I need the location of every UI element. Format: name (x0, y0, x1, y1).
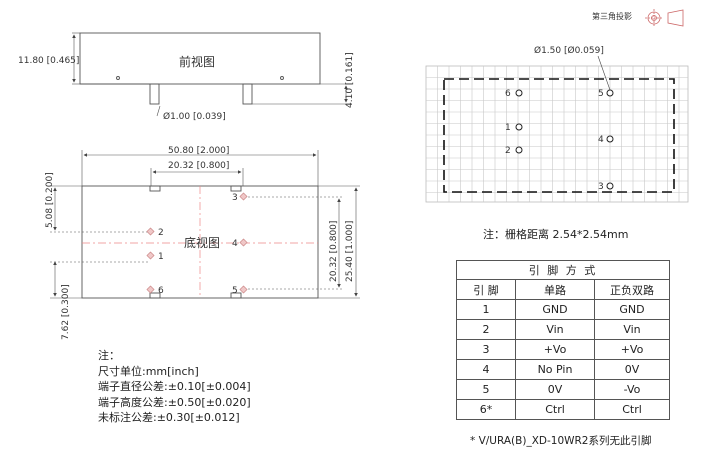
pin-table-header: 引 脚 (456, 279, 516, 300)
table-cell: 0V (515, 379, 595, 400)
table-row: 5 0V -Vo (456, 379, 670, 400)
grid-spacing-note: 注：栅格距离 2.54*2.54mm (483, 228, 629, 241)
table-row: 3 +Vo +Vo (456, 339, 670, 360)
table-cell: +Vo (594, 339, 670, 360)
front-pin-diameter-dim: Ø1.00 [0.039] (163, 111, 226, 122)
bottom-pin-label-1: 1 (158, 252, 164, 262)
bottom-pin-row-dim: 20.32 [0.800] (329, 221, 339, 282)
bottom-pin-label-4: 4 (232, 239, 238, 249)
bottom-pin-spacing-dim: 20.32 [0.800] (168, 161, 229, 171)
layout-pin-label-5: 5 (598, 89, 604, 99)
bottom-view-title: 底视图 (184, 235, 220, 250)
table-cell: 6* (456, 399, 516, 420)
table-cell: Vin (594, 319, 670, 340)
pin-layout-holes (515, 89, 614, 190)
layout-pin-label-4: 4 (598, 135, 604, 145)
notes-line: 端子直径公差:±0.10[±0.004] (98, 380, 251, 393)
bottom-pin-label-2: 2 (158, 228, 164, 238)
bottom-length-dim: 50.80 [2.000] (168, 146, 229, 156)
notes-line: 尺寸单位:mm[inch] (98, 364, 199, 378)
projection-label: 第三角投影 (592, 12, 632, 21)
table-cell: +Vo (515, 339, 595, 360)
table-row: 2 Vin Vin (456, 319, 670, 340)
table-cell: GND (515, 299, 595, 320)
bottom-top-offset-dim: 5.08 [0.200] (45, 172, 55, 228)
bottom-bottom-offset-dim: 7.62 [0.300] (61, 284, 71, 340)
pin-table-header: 单路 (515, 279, 595, 300)
table-cell: 2 (456, 319, 516, 340)
table-cell: 3 (456, 339, 516, 360)
table-cell: No Pin (515, 359, 595, 380)
table-cell: Vin (515, 319, 595, 340)
layout-pin-label-6: 6 (505, 89, 511, 99)
bottom-pin-label-6: 6 (158, 286, 164, 296)
table-cell: -Vo (594, 379, 670, 400)
table-cell: Ctrl (515, 399, 595, 420)
table-row: 1 GND GND (456, 299, 670, 320)
notes-block: 注： 尺寸单位:mm[inch] 端子直径公差:±0.10[±0.004] 端子… (98, 348, 251, 426)
front-view (72, 32, 352, 117)
table-row: 6* Ctrl Ctrl (456, 399, 670, 420)
front-pin-height-dim: 4.10 [0.161] (345, 52, 355, 108)
layout-pin-label-1: 1 (505, 123, 511, 133)
table-cell: Ctrl (594, 399, 670, 420)
bottom-pin-label-3: 3 (232, 193, 238, 203)
notes-line: 未标注公差:±0.30[±0.012] (98, 411, 240, 424)
table-cell: 1 (456, 299, 516, 320)
pin-layout-grid (425, 65, 689, 203)
table-cell: 0V (594, 359, 670, 380)
bottom-pin-label-5: 5 (232, 286, 238, 296)
pin-table-caption: 引 脚 方 式 (456, 260, 670, 280)
front-height-dim: 11.80 [0.465] (18, 56, 79, 66)
pin-table-header: 正负双路 (594, 279, 670, 300)
front-view-title: 前视图 (179, 54, 215, 69)
pin-table-footnote: * V/URA(B)_XD-10WR2系列无此引脚 (470, 435, 652, 447)
notes-title: 注： (98, 349, 120, 362)
layout-pin-label-3: 3 (598, 182, 604, 192)
table-cell: GND (594, 299, 670, 320)
projection-symbol-icon (645, 9, 684, 27)
bottom-view-pins (146, 192, 248, 294)
table-cell: 4 (456, 359, 516, 380)
table-cell: 5 (456, 379, 516, 400)
notes-line: 端子高度公差:±0.50[±0.020] (98, 395, 251, 409)
pin-function-table: 引 脚 方 式 引 脚 单路 正负双路 1 GND GND 2 Vin Vin … (456, 260, 670, 420)
layout-pin-label-2: 2 (505, 146, 511, 156)
pin-layout-hole-dim: Ø1.50 [Ø0.059] (534, 45, 604, 56)
bottom-view (50, 150, 360, 299)
table-row: 4 No Pin 0V (456, 359, 670, 380)
bottom-width-dim: 25.40 [1.000] (345, 221, 355, 282)
